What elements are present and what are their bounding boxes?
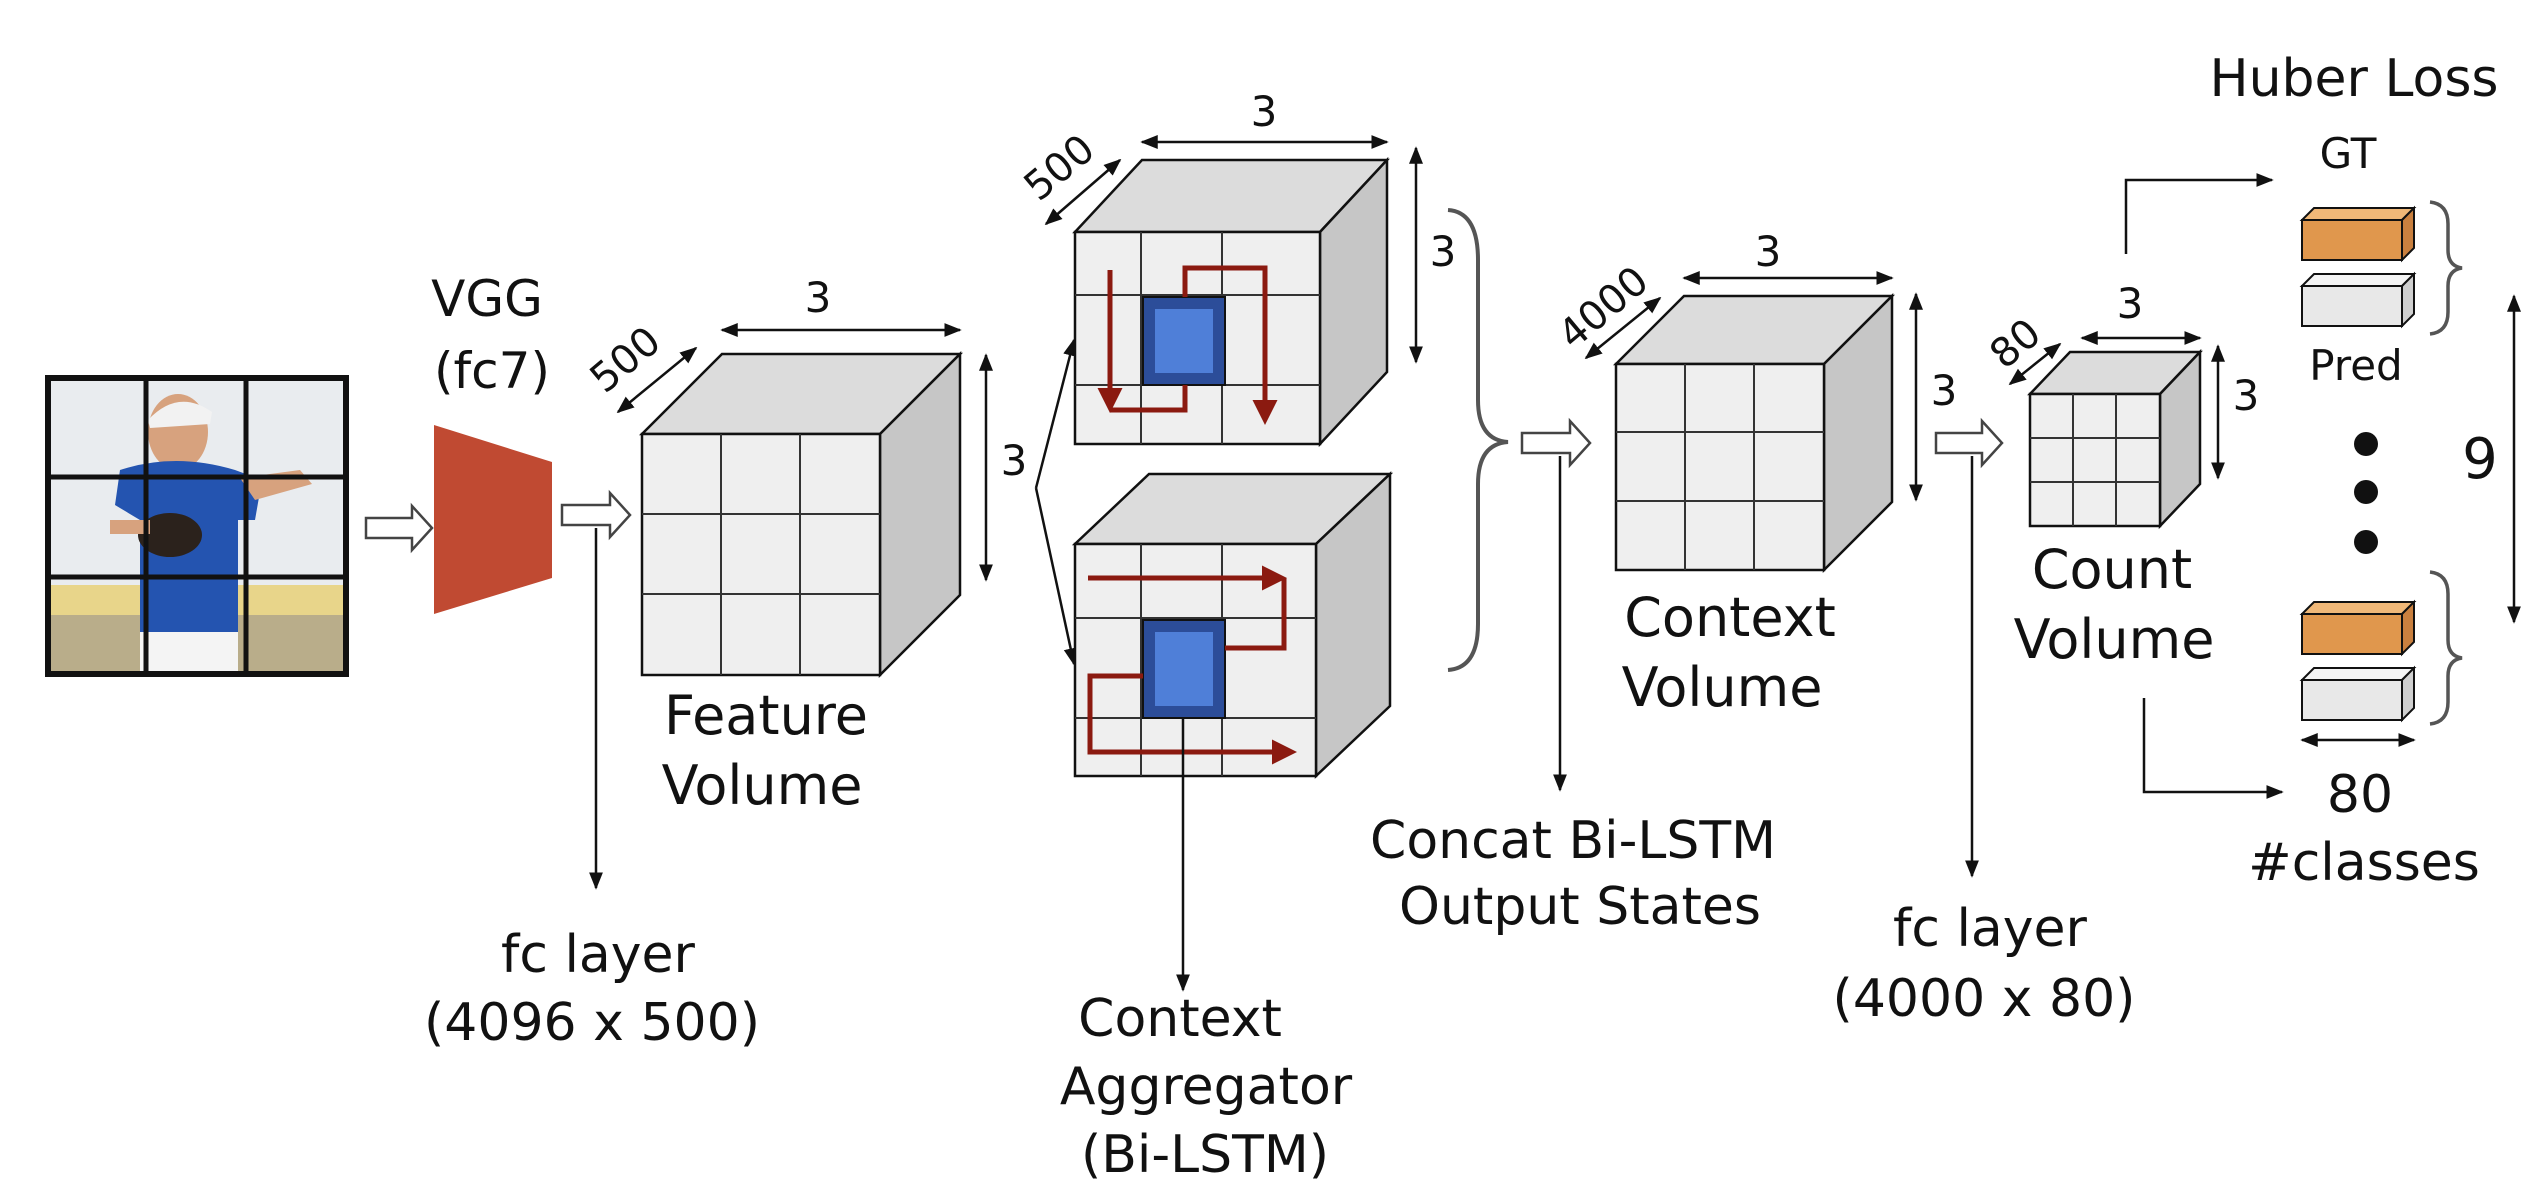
concat-brace [1447, 208, 1509, 672]
gt-block-bottom [2299, 599, 2417, 657]
aggregator-sublabel: Aggregator [1060, 1057, 1353, 1117]
flow-arrow-icon [1520, 417, 1592, 469]
lstm-cube-top [1072, 156, 1390, 448]
lstm-height-label: 3 [1430, 227, 1457, 276]
lstm-cube-bottom [1071, 471, 1394, 779]
feature-volume-sublabel: Volume [662, 754, 863, 817]
pred-block-bottom [2299, 665, 2417, 723]
pred-connector [2142, 698, 2284, 799]
context-depth-dim [1584, 296, 1662, 360]
ellipsis-dot [2354, 530, 2378, 554]
gt-block-top [2299, 205, 2417, 263]
loss-brace-bottom [2429, 570, 2463, 726]
count-depth-dim [2008, 342, 2062, 386]
fc-layer-1-label: fc layer [501, 925, 696, 985]
context-height-label: 3 [1931, 366, 1958, 415]
context-volume-label: Context [1624, 586, 1836, 649]
lstm-depth-dim [1044, 158, 1122, 226]
feature-volume-label: Feature [664, 684, 868, 747]
ellipsis-dot [2354, 432, 2378, 456]
vgg-block [434, 425, 552, 614]
split-arrow-icon [1034, 487, 1078, 666]
classes-count-label: 80 [2327, 765, 2393, 825]
context-width-label: 3 [1755, 227, 1782, 276]
vgg-label: VGG [431, 270, 543, 328]
lstm-width-label: 3 [1251, 87, 1278, 136]
count-volume-sublabel: Volume [2014, 608, 2215, 671]
flow-arrow-icon [560, 489, 632, 541]
context-volume-sublabel: Volume [1622, 656, 1823, 719]
vgg-sublabel: (fc7) [434, 342, 550, 400]
split-arrow-icon [1034, 338, 1077, 489]
aggregator-label: Context [1078, 989, 1282, 1049]
pred-block-top [2299, 271, 2417, 329]
huber-loss-label: Huber Loss [2209, 49, 2498, 109]
feature-height-label: 3 [1001, 436, 1028, 485]
fc-layer-1-sublabel: (4096 x 500) [424, 993, 760, 1053]
fc-layer-2-label: fc layer [1893, 899, 2088, 959]
flow-arrow-icon [364, 502, 434, 554]
count-width-label: 3 [2117, 279, 2144, 328]
context-volume-cube [1612, 292, 1896, 574]
lstm-depth-label: 500 [1016, 126, 1104, 210]
feature-volume-cube [638, 350, 964, 679]
pred-label: Pred [2309, 341, 2402, 390]
concat-sublabel: Output States [1399, 877, 1761, 937]
nine-label: 9 [2462, 427, 2498, 492]
fc-layer-2-sublabel: (4000 x 80) [1833, 969, 2136, 1029]
concat-label: Concat Bi-LSTM [1370, 811, 1776, 871]
loss-brace-top [2429, 200, 2463, 336]
count-depth-label: 80 [1981, 310, 2050, 378]
gt-label: GT [2320, 129, 2377, 178]
gt-connector [2124, 173, 2274, 254]
aggregator-sublabel-2: (Bi-LSTM) [1081, 1125, 1329, 1185]
ellipsis-dot [2354, 480, 2378, 504]
classes-label: #classes [2248, 833, 2480, 893]
feature-width-label: 3 [805, 273, 832, 322]
flow-arrow-icon [1934, 417, 2004, 469]
feature-depth-label: 500 [582, 318, 670, 402]
input-image [45, 375, 349, 677]
feature-depth-dim [616, 346, 698, 414]
count-height-label: 3 [2233, 371, 2260, 420]
count-volume-label: Count [2032, 538, 2192, 601]
count-volume-cube [2027, 348, 2203, 530]
